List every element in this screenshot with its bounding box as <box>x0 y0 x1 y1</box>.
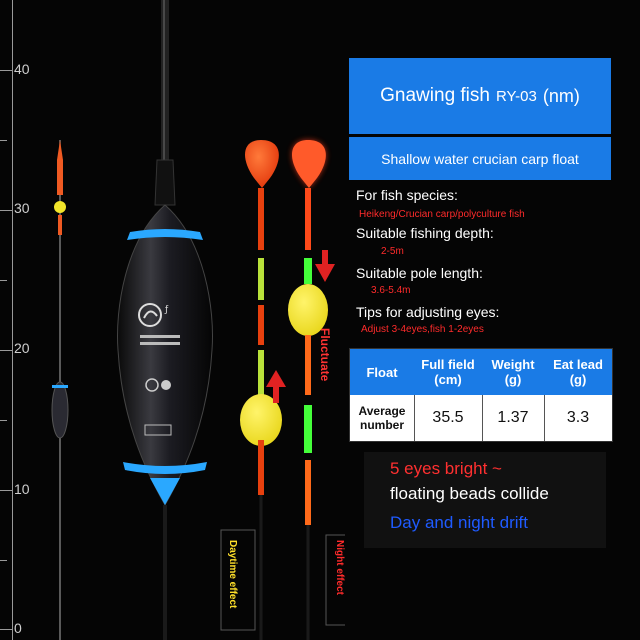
ruler-major-tick <box>0 70 12 71</box>
spec-label: Tips for adjusting eyes: <box>356 304 500 320</box>
tagline-box <box>364 452 606 548</box>
table-cell-weight: 1.37 <box>497 409 529 426</box>
table-row: Average number 35.5 1.37 3.3 <box>350 395 612 441</box>
product-title: Gnawing fish RY-03 (nm) <box>349 58 611 134</box>
night-label-box <box>325 534 345 626</box>
table-cell-full-field: 35.5 <box>432 409 464 426</box>
ruler-label-20: 20 <box>14 340 30 356</box>
ruler-label-30: 30 <box>14 200 30 216</box>
spec-table: Float Full field (cm) Weight (g) Eat lea… <box>349 348 613 442</box>
product-name: Gnawing fish <box>380 85 490 106</box>
ruler-major-tick <box>0 490 12 491</box>
spec-item: Suitable pole length: 3.6-5.4m <box>349 263 611 302</box>
ruler-major-tick <box>0 210 12 211</box>
table-header-row: Float Full field (cm) Weight (g) Eat lea… <box>350 349 612 395</box>
small-float <box>51 140 69 640</box>
down-arrow-icon <box>315 250 335 282</box>
ruler-minor-tick <box>0 420 7 421</box>
spec-label: Suitable pole length: <box>356 265 483 281</box>
spec-item: For fish species: Heikeng/Crucian carp/p… <box>349 182 611 223</box>
spec-item: Suitable fishing depth: 2-5m <box>349 223 611 263</box>
ruler-label-0: 0 <box>14 620 22 636</box>
main-float: ƒ <box>117 0 213 640</box>
spec-label: Suitable fishing depth: <box>356 225 494 241</box>
brand-logo-icon: ƒ <box>138 303 169 327</box>
tagline-line-3: Day and night drift <box>390 513 528 532</box>
spec-value: Adjust 3-4eyes,fish 1-2eyes <box>361 324 484 335</box>
product-subtitle: Shallow water crucian carp float <box>349 137 611 180</box>
night-float <box>288 140 328 640</box>
ruler-minor-tick <box>0 560 7 561</box>
table-header-cell: Float <box>366 364 398 380</box>
up-arrow-icon <box>266 370 286 403</box>
daytime-label-box <box>220 529 256 631</box>
spec-item: Tips for adjusting eyes: Adjust 3-4eyes,… <box>349 302 611 342</box>
ruler-scale: 40 30 20 10 0 <box>0 0 30 640</box>
svg-text:ƒ: ƒ <box>164 305 169 315</box>
table-header-cell: Weight (g) <box>491 357 535 387</box>
fluctuate-label: Fluctuate <box>318 328 332 382</box>
tagline-line-2: floating beads collide <box>390 484 549 503</box>
spec-label: For fish species: <box>356 187 458 203</box>
tagline-line-1: 5 eyes bright ~ <box>390 459 502 478</box>
spec-value: Heikeng/Crucian carp/polyculture fish <box>359 209 525 220</box>
daytime-float <box>240 140 282 640</box>
night-effect-label: Night effect <box>334 540 345 595</box>
daytime-effect-label: Daytime effect <box>227 540 238 609</box>
ruler-label-40: 40 <box>14 61 30 77</box>
ruler-major-tick <box>0 629 12 630</box>
ruler-minor-tick <box>0 280 7 281</box>
float-illustration: ƒ <box>51 0 345 640</box>
spec-list: For fish species: Heikeng/Crucian carp/p… <box>349 182 611 342</box>
ruler-major-tick <box>0 350 12 351</box>
ruler-minor-tick <box>0 140 7 141</box>
table-row-label: Average number <box>358 404 406 432</box>
product-unit: (nm) <box>542 85 580 106</box>
ruler-label-10: 10 <box>14 481 30 497</box>
table-header-cell: Full field (cm) <box>421 357 475 387</box>
product-model: RY-03 <box>495 87 537 105</box>
table-header-cell: Eat lead (g) <box>553 357 603 387</box>
table-cell-eat-lead: 3.3 <box>566 409 590 426</box>
spec-value: 2-5m <box>381 246 404 257</box>
spec-value: 3.6-5.4m <box>371 285 411 296</box>
